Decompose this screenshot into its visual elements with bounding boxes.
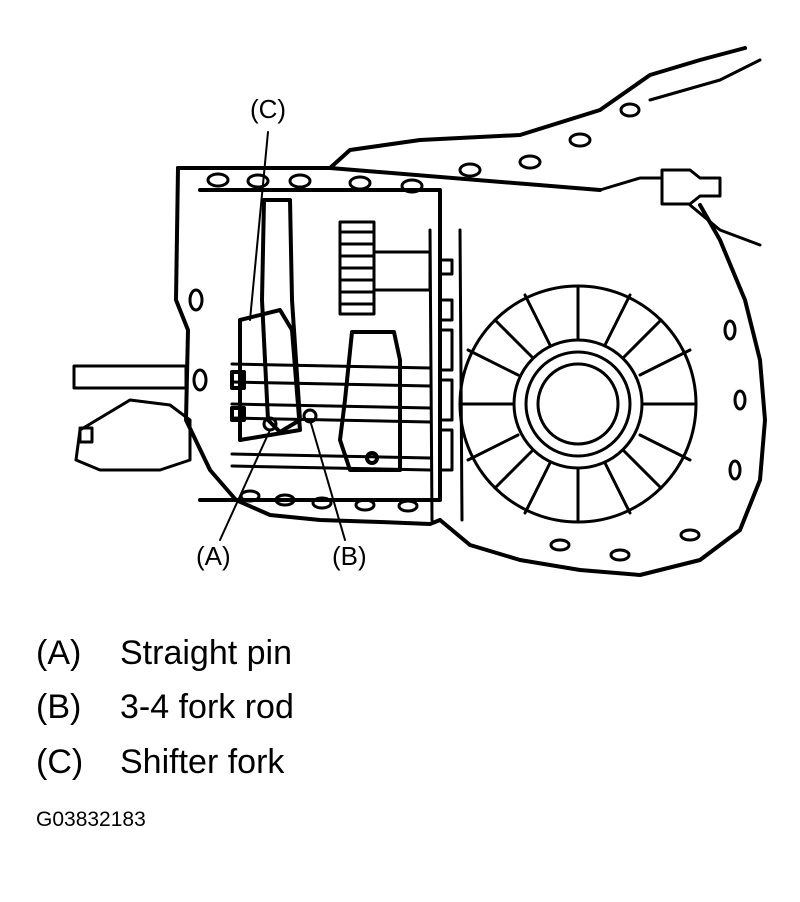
figure-id: G03832183 (36, 808, 146, 831)
leader-lines (219, 131, 346, 541)
callout-b: (B) (332, 541, 367, 571)
legend-row-a: (A) Straight pin (36, 636, 292, 670)
bearing-housing (458, 284, 698, 524)
callout-c: (C) (250, 94, 287, 124)
legend-row-c: (C) Shifter fork (36, 745, 284, 779)
leader-line-a (219, 429, 271, 541)
fork-right (338, 330, 402, 472)
legend-text-b: 3-4 fork rod (120, 688, 294, 726)
legend-text-c: Shifter fork (120, 743, 285, 781)
callout-a: (A) (196, 541, 231, 571)
shifter-fork-c (230, 198, 302, 442)
gear (338, 220, 432, 316)
center-rib (428, 228, 464, 522)
output-shaft (72, 364, 192, 472)
flange-holes (188, 102, 747, 562)
breather-fitting (598, 58, 762, 247)
transmission-case-drawing (72, 46, 767, 577)
legend-key-b: (B) (36, 688, 82, 726)
legend-row-b: (B) 3-4 fork rod (36, 690, 294, 724)
fork-rods (230, 362, 432, 472)
legend-key-c: (C) (36, 743, 84, 781)
leader-line-c (249, 131, 269, 321)
legend-key-a: (A) (36, 634, 82, 672)
legend-text-a: Straight pin (120, 634, 292, 672)
leader-line-b (309, 419, 346, 541)
